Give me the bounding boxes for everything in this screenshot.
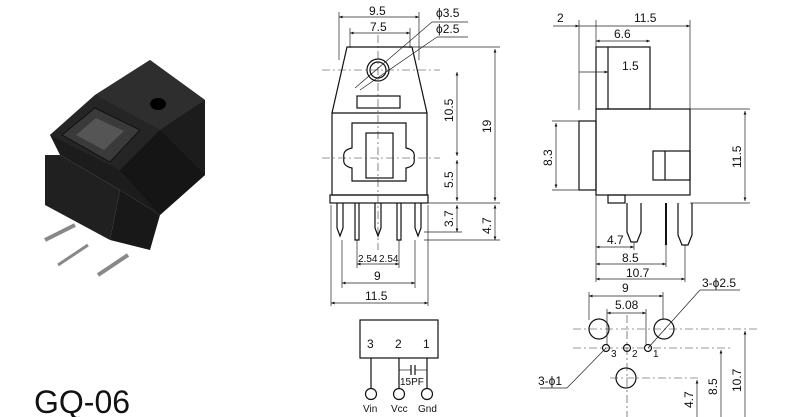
dim-offset: 2 (557, 11, 564, 25)
model-label: GQ-06 (34, 384, 130, 417)
dim-total-height: 19 (480, 119, 494, 133)
label-small-holes: 3-ϕ1 (538, 374, 562, 388)
dim-height-upper: 10.5 (442, 98, 456, 122)
dim-depth: 11.5 (634, 11, 657, 25)
label-big-holes: 3-ϕ2.5 (702, 276, 736, 290)
pcb-footprint: 9 5.08 3-ϕ2.5 3-ϕ1 3 2 1 4.7 8.5 10.7 (538, 276, 760, 417)
dim-c: 10.7 (730, 368, 744, 392)
dim-pin-total: 4.7 (480, 217, 494, 234)
dim-block-depth: 6.6 (614, 27, 631, 41)
footprint-pin-1: 1 (653, 349, 659, 360)
dim-hole-outer: ϕ3.5 (436, 6, 460, 20)
dim-port-height: 8.3 (541, 149, 555, 166)
pin-number-3: 3 (367, 337, 374, 351)
dim-pitch-right: 2.54 (379, 254, 399, 265)
dim-base-width: 11.5 (365, 289, 388, 303)
dim-wall: 1.5 (622, 59, 639, 73)
dim-pitch: 5.08 (615, 298, 639, 312)
dim-pin1: 4.7 (607, 233, 624, 247)
dim-width-top: 9.5 (369, 4, 386, 18)
dim-pitch-left: 2.54 (358, 254, 378, 265)
capacitor-label: 15PF (400, 377, 424, 388)
dim-width-inner: 7.5 (370, 20, 387, 34)
dim-b: 8.5 (706, 378, 720, 395)
dim-height-lower: 5.5 (442, 171, 456, 188)
dim-hole-inner: ϕ2.5 (436, 22, 460, 36)
dim-a: 4.7 (682, 391, 696, 408)
pin-number-2: 2 (395, 337, 402, 351)
front-view: 9.5 7.5 ϕ3.5 ϕ2.5 10.5 5.5 3.7 19 4.7 2.… (322, 4, 500, 306)
dim-pin-length: 3.7 (442, 210, 456, 227)
pin-number-1: 1 (423, 337, 430, 351)
pinout-schematic: 3 2 1 15PF Vin Vcc Gnd (359, 319, 439, 415)
dim-span: 9 (622, 281, 629, 295)
signal-gnd: Gnd (418, 404, 437, 415)
dim-pin-span: 9 (374, 269, 381, 283)
signal-vcc: Vcc (391, 404, 408, 415)
footprint-pin-3: 3 (611, 349, 617, 360)
side-view: 2 11.5 6.6 1.5 8.3 11.5 4.7 8.5 10.7 (541, 11, 750, 282)
dim-body-height: 11.5 (730, 145, 744, 168)
dim-pin2: 8.5 (622, 251, 639, 265)
dim-pin3: 10.7 (626, 266, 650, 280)
footprint-pin-2: 2 (632, 349, 638, 360)
product-photo (44, 60, 205, 277)
signal-vin: Vin (363, 404, 377, 415)
